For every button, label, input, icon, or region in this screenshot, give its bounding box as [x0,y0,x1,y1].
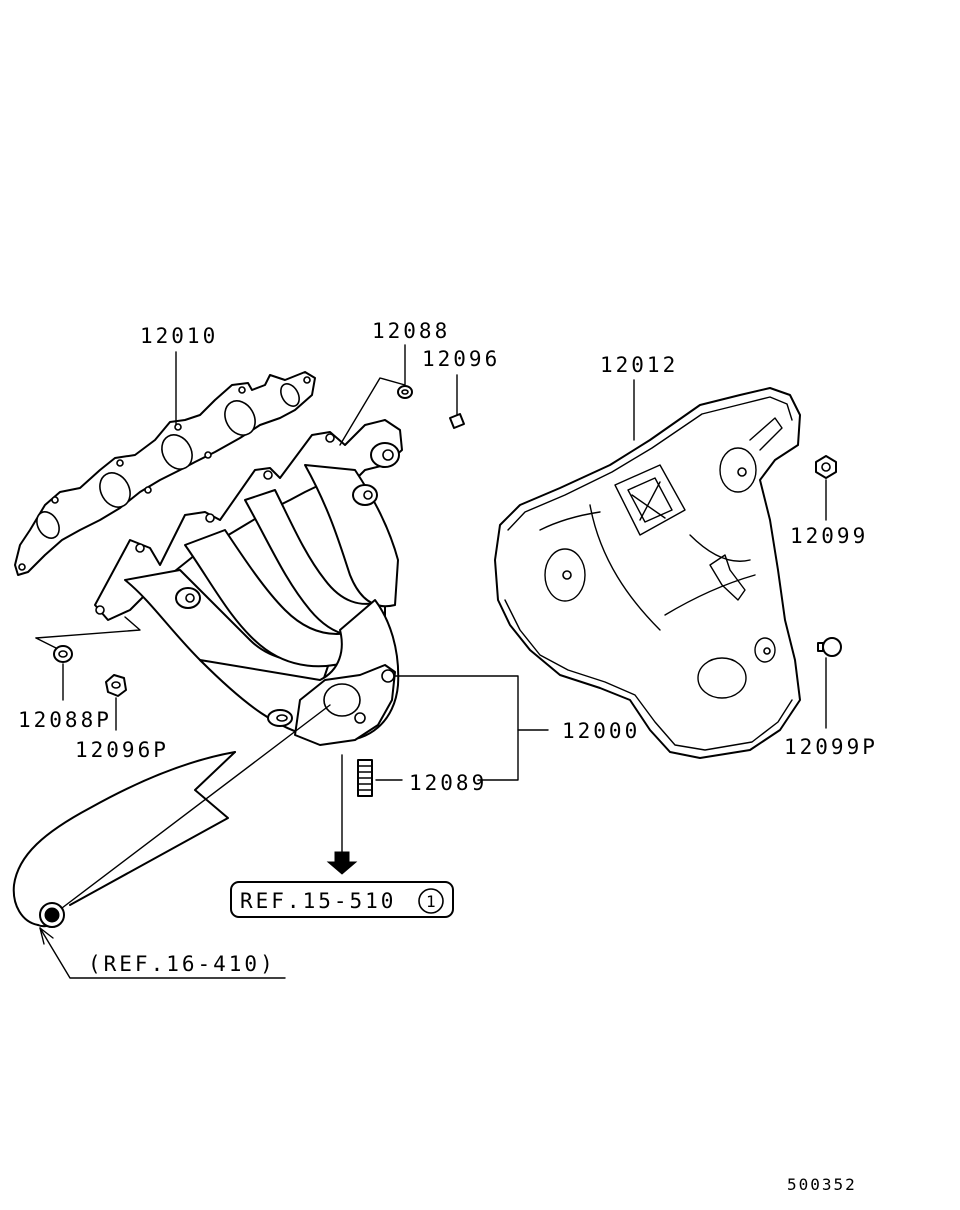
label-12099p[interactable]: 12099P [784,735,878,759]
nut-12088p[interactable] [53,645,73,663]
label-12096p[interactable]: 12096P [75,738,169,762]
ref-15-510-label: REF.15-510 [240,889,396,913]
exhaust-pipe-reference [12,704,331,928]
label-12088[interactable]: 12088 [372,319,450,343]
label-12088p[interactable]: 12088P [18,708,112,732]
stud-12089[interactable] [357,759,373,797]
exhaust-manifold-gasket[interactable] [14,371,316,576]
ref-15-510-box[interactable]: REF.15-510 1 [230,881,454,918]
leader-lines [35,344,827,979]
label-12089[interactable]: 12089 [409,771,487,795]
drawing-id: 500352 [787,1175,857,1194]
heat-shield[interactable] [494,387,801,759]
label-12099[interactable]: 12099 [790,524,868,548]
down-arrow-icon [326,851,358,875]
label-12012[interactable]: 12012 [600,353,678,377]
bolt-12099[interactable] [815,455,837,479]
ref-15-510-circle-number: 1 [426,892,438,911]
label-12096[interactable]: 12096 [422,347,500,371]
exhaust-manifold-assembly[interactable] [94,419,403,746]
label-12000[interactable]: 12000 [562,719,640,743]
label-ref-16-410[interactable]: (REF.16-410) [88,952,276,976]
bolt-12099p[interactable] [817,637,842,657]
nut-12088[interactable] [397,385,413,399]
stud-12096[interactable] [449,413,465,429]
stud-12096p[interactable] [105,674,127,697]
label-12010[interactable]: 12010 [140,324,218,348]
